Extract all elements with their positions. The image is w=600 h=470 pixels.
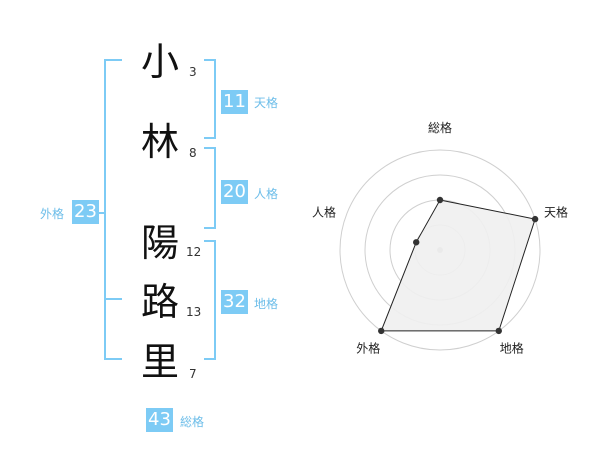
stroke-count-5: 7 [189,367,197,381]
soukaku-label: 総格 [180,415,205,429]
gaikaku-bracket-stem [96,212,106,214]
tenkaku-bracket [204,59,216,139]
tenkaku-label: 天格 [254,96,279,110]
soukaku-value-badge: 43 [146,408,173,432]
chikaku-value-badge: 32 [221,290,248,314]
radar-axis-label-4: 外格 [356,341,380,356]
radar-axis-label-5: 人格 [312,204,336,219]
radar-ring-4 [339,149,541,351]
radar-point-5 [413,239,420,246]
tenkaku-value-badge: 11 [221,90,248,114]
name-char-4: 路 [141,280,180,324]
chikaku-bracket [204,240,216,360]
stroke-count-4: 13 [186,305,202,319]
stroke-count-1: 3 [189,65,197,79]
stroke-count-2: 8 [189,146,197,160]
name-char-5: 里 [141,340,180,384]
name-char-3: 陽 [141,221,180,265]
radar-point-2 [531,215,539,223]
radar-point-1 [436,196,444,204]
radar-axis-label-1: 総格 [428,120,452,135]
name-char-1: 小 [141,40,180,84]
chikaku-label: 地格 [254,297,279,311]
jinkaku-value-badge: 20 [221,180,248,204]
stroke-count-3: 12 [186,245,202,259]
name-char-2: 林 [141,120,180,164]
radar-polygon [380,199,536,332]
gaikaku-label: 外格 [40,207,65,221]
radar-axis-label-3: 地格 [500,341,524,356]
jinkaku-bracket [204,147,216,229]
jinkaku-label: 人格 [254,187,279,201]
gaikaku-bracket-inner-tick [104,298,122,300]
radar-axis-label-2: 天格 [544,204,568,219]
radar-point-4 [378,327,385,335]
gaikaku-bracket [104,59,122,360]
radar-point-3 [495,327,502,335]
gaikaku-value-badge: 23 [72,200,99,224]
